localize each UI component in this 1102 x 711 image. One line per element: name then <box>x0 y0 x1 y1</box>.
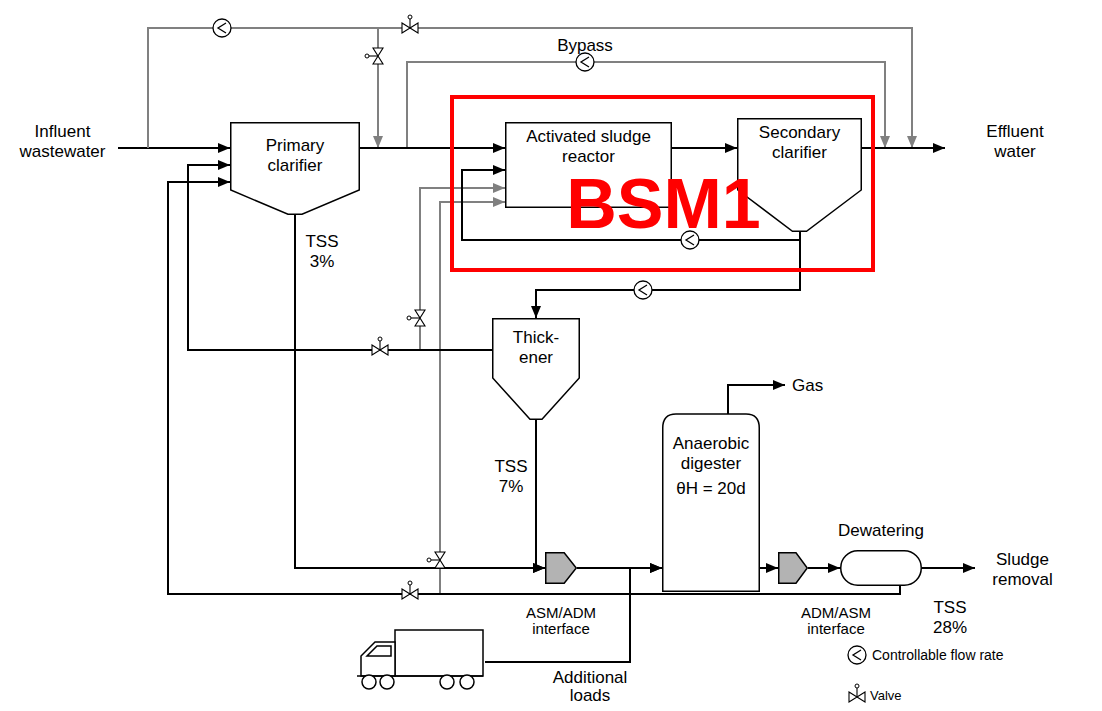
flow-line <box>536 420 545 568</box>
truck-icon: Additional loads <box>355 628 485 690</box>
legend-text: Valve <box>870 687 950 705</box>
interface-block-outline <box>778 552 808 584</box>
interface-block: ASM/ADM interface <box>545 552 577 584</box>
interface-block: ADM/ASM interface <box>778 552 808 584</box>
flow-line <box>672 147 737 149</box>
node-label: Additional loads <box>540 668 640 706</box>
stream-label: Gas <box>792 375 832 397</box>
node-label: Activated sludge reactor <box>509 124 668 170</box>
primary-clarifier: Primary clarifier <box>230 122 360 215</box>
node-label: Dewatering <box>828 520 934 542</box>
stream-label: Effluent water <box>965 120 1065 164</box>
stream-label: Sludge removal <box>980 548 1065 592</box>
dewatering-unit-outline <box>840 550 922 586</box>
flow-line <box>536 232 800 318</box>
node-label: Primary clarifier <box>250 124 340 188</box>
flow-line <box>808 567 840 569</box>
valve-symbol <box>427 552 445 568</box>
valve-symbol <box>402 581 418 599</box>
stream-label: TSS 3% <box>300 230 344 274</box>
stream-label: TSS 28% <box>925 596 975 640</box>
dewatering-unit: Dewatering <box>840 550 922 586</box>
legend-text: Controllable flow rate <box>872 645 1072 665</box>
valve-symbol <box>372 337 388 355</box>
node-label: Secondary clarifier <box>741 120 858 166</box>
flow-line <box>360 147 505 149</box>
stream-label: Influent wastewater <box>10 120 115 164</box>
interface-block-outline <box>545 552 577 584</box>
pump-symbol <box>634 281 652 299</box>
node-label: Anaerobic digester <box>665 432 757 476</box>
valve-symbol <box>365 48 383 64</box>
node-label: θH = 20d <box>665 478 757 500</box>
flow-line <box>760 567 778 569</box>
truck-icon-outline <box>355 628 485 690</box>
flow-line <box>440 202 900 594</box>
legend-valve-symbol <box>849 684 865 702</box>
flow-line <box>485 568 662 662</box>
pump-symbol <box>213 19 231 37</box>
pump-symbol <box>576 53 594 71</box>
node-label: ADM/ASM interface <box>780 604 892 638</box>
node-label: ASM/ADM interface <box>505 604 617 638</box>
valve-symbol <box>407 310 425 326</box>
boundary-title: BSM1 <box>554 169 773 239</box>
stream-label: TSS 7% <box>490 455 532 499</box>
anaerobic-digester: Anaerobic digesterθH = 20d <box>662 412 760 592</box>
thickener: Thick- ener <box>492 318 580 420</box>
stream-label: Bypass <box>555 36 615 56</box>
node-label: Thick- ener <box>506 320 566 376</box>
legend-pump-symbol <box>848 646 866 664</box>
bsm1-boundary: BSM1Activated sludge reactor Secondary cl… <box>450 95 875 272</box>
valve-symbol <box>402 15 418 33</box>
flow-line <box>168 182 900 594</box>
